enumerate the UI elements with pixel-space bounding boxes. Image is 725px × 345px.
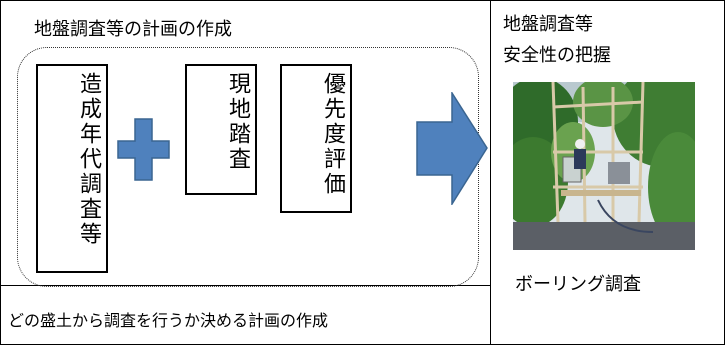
site-survey-label: 現地踏査 xyxy=(225,72,250,172)
construction-age-survey-label: 造成年代調査等 xyxy=(76,72,101,247)
construction-age-survey-box: 造成年代調査等 xyxy=(36,64,108,273)
plus-icon xyxy=(117,118,170,181)
right-panel-title-line1: 地盤調査等 xyxy=(503,14,593,35)
plan-group-outline xyxy=(17,47,479,287)
boring-survey-photo xyxy=(513,82,695,250)
plan-caption: どの盛土から調査を行うか決める計画の作成 xyxy=(8,311,329,330)
boring-survey-caption: ボーリング調査 xyxy=(515,274,641,295)
priority-evaluation-label: 優先度評価 xyxy=(320,72,345,197)
right-arrow-icon xyxy=(416,92,488,205)
right-panel-title-line2: 安全性の把握 xyxy=(503,45,611,66)
left-panel-title: 地盤調査等の計画の作成 xyxy=(34,19,232,40)
priority-evaluation-box: 優先度評価 xyxy=(280,64,352,213)
column-divider xyxy=(490,0,491,345)
site-survey-box: 現地踏査 xyxy=(185,64,257,195)
footer-divider xyxy=(0,285,490,286)
